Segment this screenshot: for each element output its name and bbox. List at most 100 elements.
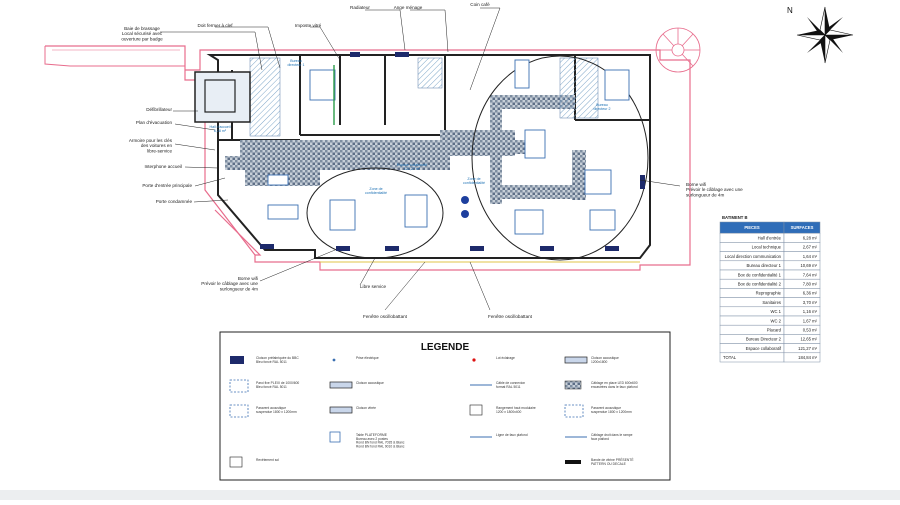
legend-swatch-l17 [565, 460, 581, 464]
table-row-surface: 7,80 m² [803, 282, 818, 287]
table-total-cell [783, 352, 821, 363]
spiral-staircase [655, 27, 701, 73]
table-row-surface: 6,28 m² [803, 236, 818, 241]
legend-swatch-l4 [564, 356, 588, 364]
table-header-pieces: PIECES [744, 225, 760, 230]
table-row-piece: Hall d'entrée [758, 236, 782, 241]
navy-cabinets [260, 52, 645, 251]
leader-lines [160, 7, 681, 311]
legend-swatch-l12 [564, 404, 584, 418]
page-bottom-strip [0, 490, 900, 500]
table-row-surface: 7,64 m² [803, 272, 818, 277]
legend-swatch-l10 [469, 404, 483, 416]
legend-swatch-l2 [229, 379, 249, 393]
legend-label-l6: Cloison acoustique [356, 381, 384, 385]
legend-swatch-l6 [329, 381, 353, 389]
north-label: N [787, 6, 793, 15]
callout-defib: Défibrillateur [146, 107, 172, 112]
table-title: BATIMENT B [722, 215, 748, 220]
elevator [194, 71, 251, 123]
table-row-surface: 1,64 m² [803, 254, 818, 259]
legend-title: LEGENDE [421, 342, 470, 353]
table-header-surfaces: SURFACES [791, 225, 814, 230]
table-row-piece: Local direction communication [725, 254, 782, 259]
legend-swatch-l16 [229, 456, 243, 468]
callout-porte_entree: Porte d'entrée principale [142, 183, 192, 188]
legend-swatch-l5 [229, 404, 249, 418]
legend-swatch-l1 [230, 356, 244, 364]
table-row-piece: Sanitaires [762, 300, 781, 305]
legend-label-l16: Revêtement sol [256, 458, 279, 462]
legend-label-l14: Ligne de faux plafond [496, 433, 528, 437]
callout-interphone: Interphone accueil [144, 164, 182, 169]
tile-corridor [225, 95, 586, 204]
table-row-surface: 10,69 m² [800, 263, 817, 268]
hatched-areas [249, 57, 599, 137]
legend-swatch-l8 [472, 358, 476, 362]
callout-imposte: Imposte vitré [295, 23, 322, 28]
callout-evac: Plan d'évacuation [136, 120, 173, 125]
legend-swatch-l3 [332, 358, 336, 362]
table-row-piece: Bureau Directeur 2 [746, 337, 782, 342]
table-row-piece: WC 2 [771, 318, 782, 323]
legend-swatch-l11 [564, 380, 582, 390]
legend-swatch-l13 [329, 431, 341, 443]
table-row-piece: Placard [767, 328, 782, 333]
table-row-piece: Box de confidentialité 1 [738, 272, 782, 277]
callout-porte_cond: Porte condamnée [156, 199, 193, 204]
table-row-surface: 0,53 m² [803, 328, 818, 333]
table-row-surface: 2,67 m² [803, 245, 818, 250]
table-row-surface: 1,67 m² [803, 318, 818, 323]
building-outline [44, 45, 691, 271]
legend-swatch-l9 [329, 406, 353, 414]
round-seats [461, 196, 469, 218]
table-row-piece: WC 1 [771, 309, 782, 314]
callout-doigt: Doit fermer à clef [198, 23, 234, 28]
legend-label-l3: Prise électrique [356, 356, 379, 360]
legend-label-l8: Lot éclairage [496, 356, 515, 360]
table-row-piece: Local technique [752, 245, 782, 250]
callout-menage: Ange ménage [394, 5, 423, 10]
callout-radiateur: Radiateur [350, 5, 370, 10]
surface-table: BATIMENT B PIECES SURFACES Hall d'entrée 6,2… [719, 215, 821, 363]
legend-label-l9: Cloison vitrée [356, 406, 376, 410]
table-row-piece: Reprographie [756, 291, 782, 296]
table-row-piece: Espace collaboratif [746, 346, 782, 351]
callout-fenetre_2: Fenêtre oscillobattant [488, 314, 533, 319]
table-total-value: 184,84 m² [798, 355, 817, 360]
table-row-surface: 121,27 m² [798, 346, 817, 351]
table-row-surface: 6,36 m² [803, 291, 818, 296]
table-row-surface: 1,16 m² [803, 309, 818, 314]
callout-libre_service: Libre service [360, 284, 386, 289]
callout-cafe: Coin café [470, 2, 490, 7]
table-row-surface: 3,70 m² [803, 300, 818, 305]
desks [267, 59, 630, 235]
table-row-surface: 12,65 m² [800, 337, 817, 342]
table-row-piece: Box de confidentialité 2 [738, 282, 782, 287]
legend-box: LEGENDE [219, 331, 671, 481]
